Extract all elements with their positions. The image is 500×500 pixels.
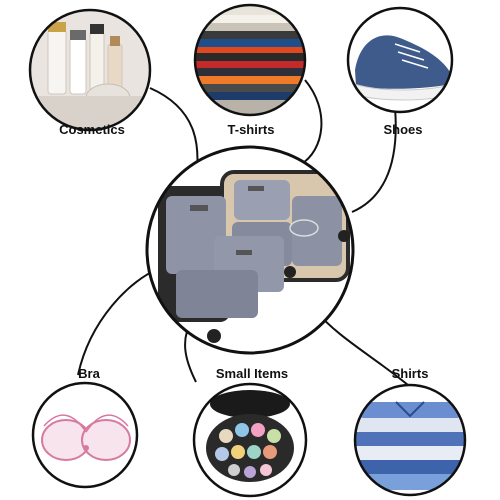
label-shoes: Shoes: [383, 122, 423, 137]
connector-shirts: [314, 309, 421, 396]
circle-shirts: [353, 383, 467, 497]
circle-center-suitcase: [145, 145, 355, 355]
connector-shoes: [351, 107, 397, 213]
circle-small-items: [192, 382, 308, 498]
circle-tshirts: [193, 3, 307, 117]
circle-shoes: [346, 6, 454, 114]
label-shirts: Shirts: [391, 366, 429, 381]
connector-bra: [77, 267, 161, 376]
circle-bra: [31, 381, 139, 489]
circle-cosmetics: [28, 8, 152, 132]
label-cosmetics: Cosmetics: [59, 122, 125, 137]
label-small-items: Small Items: [215, 366, 289, 381]
connector-tshirts: [299, 79, 323, 166]
label-tshirts: T-shirts: [227, 122, 275, 137]
label-bra: Bra: [78, 366, 100, 381]
